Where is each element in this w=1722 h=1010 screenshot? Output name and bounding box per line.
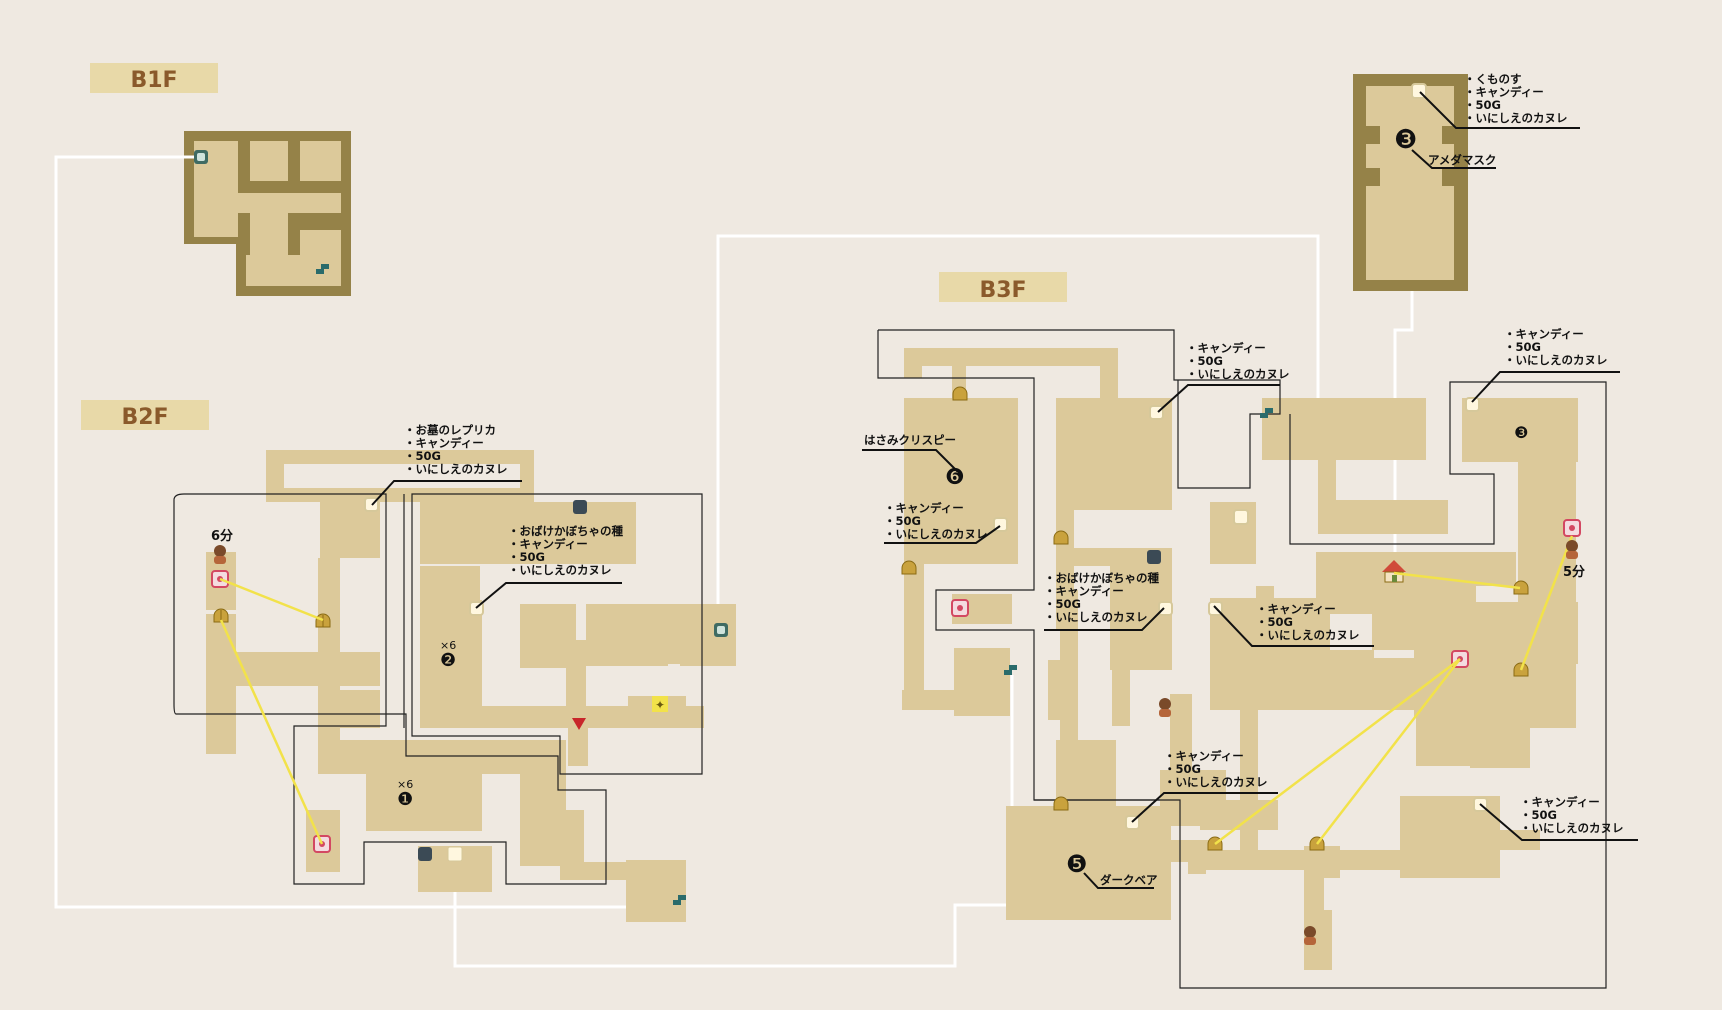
b2f-doors: [213, 608, 331, 628]
b2f-pit-icon-2: [418, 847, 432, 861]
b1f-label-bg: [90, 63, 218, 93]
b3f-label-bg: [939, 272, 1067, 302]
b3f-note-d: ・キャンディー ・50G ・いにしえのカヌレ: [1256, 602, 1360, 642]
b3f-character-icon-3: [1304, 926, 1316, 945]
b3f-note-a: ・キャンディー ・50G ・いにしえのカヌレ: [1186, 341, 1290, 381]
svg-text:✦: ✦: [655, 698, 665, 712]
b2f-teleport-lines: [219, 577, 324, 845]
b3f-doors: [901, 386, 1529, 851]
b3f-dark-label: ダークベア: [1100, 873, 1158, 887]
marker-6: ❻: [945, 465, 965, 490]
b3f-note-g: ・キャンディー ・50G ・いにしえのカヌレ: [1520, 795, 1624, 835]
treasure-chest-icon: [447, 846, 463, 862]
b1f-area: B1F: [90, 63, 351, 296]
tower-area: ・くものす ・キャンディー ・50G ・いにしえのカヌレ ❸ アメダマスク: [1353, 72, 1580, 291]
marker-1: ❶: [397, 789, 413, 810]
b2f-region-outlines: [173, 493, 703, 885]
sparkle-icon: [652, 696, 668, 712]
b2f-stairs-icon: [673, 895, 686, 905]
stairs-icon: [316, 264, 329, 274]
b3f-rooms: [902, 348, 1578, 970]
b3f-chest-marker-d: [1158, 601, 1173, 616]
b2f-count-1: ×6: [397, 778, 413, 791]
b3f-note-e: ・キャンディー ・50G ・いにしえのカヌレ: [1164, 749, 1268, 789]
b2f-rooms: [206, 450, 736, 922]
b2f-area: B2F: [81, 400, 736, 922]
b2f-label-bg: [81, 400, 209, 430]
b3f-time-label: 5分: [1563, 564, 1585, 580]
tower-boss-label: アメダマスク: [1428, 153, 1496, 167]
b2f-note-b: ・おばけかぼちゃの種 ・キャンディー ・50G ・いにしえのカヌレ: [508, 524, 627, 577]
b3f-area: B3F: [862, 272, 1638, 989]
marker-3a: ❸: [1394, 125, 1417, 155]
b3f-note-leaders: [862, 371, 1638, 889]
marker-3b: ❸: [1514, 423, 1528, 442]
b3f-stairs-icon: [1260, 408, 1273, 418]
marker-5: ❺: [1066, 850, 1088, 878]
b3f-hasami-label: はさみクリスピー: [864, 433, 956, 447]
b2f-pit-icon: [573, 500, 587, 514]
b3f-label: B3F: [979, 278, 1026, 303]
b3f-note-f: ・キャンディー ・50G ・いにしえのカヌレ: [1504, 327, 1608, 367]
b1f-label: B1F: [130, 68, 177, 93]
b3f-stairs-icon-2: [1004, 665, 1017, 675]
b3f-chest-marker-a: [1233, 509, 1249, 525]
b2f-character-icon: [214, 545, 226, 564]
b3f-teleport-lines: [1214, 535, 1574, 845]
b3f-character-icon-1: [1159, 698, 1171, 717]
b3f-chest-marker-g: [1465, 397, 1480, 412]
b3f-note-c: ・おばけかぼちゃの種 ・キャンディー ・50G ・いにしえのカヌレ: [1044, 571, 1163, 624]
tower-note-leaders: [1411, 91, 1580, 169]
tower-note: ・くものす ・キャンディー ・50G ・いにしえのカヌレ: [1464, 72, 1568, 125]
b3f-note-b: ・キャンディー ・50G ・いにしえのカヌレ: [884, 501, 988, 541]
b3f-character-icon-2: [1566, 540, 1578, 559]
marker-2: ❷: [440, 650, 456, 671]
b2f-label: B2F: [121, 405, 168, 430]
b2f-count-2: ×6: [440, 639, 456, 652]
b2f-note-leaders: [371, 480, 622, 609]
house-icon: [1382, 560, 1406, 583]
b2f-portals: [211, 570, 331, 853]
red-arrow-icon: [572, 718, 586, 730]
b2f-time-label: 6分: [211, 528, 233, 544]
b3f-pit-icon: [1147, 550, 1161, 564]
b2f-note-a: ・お墓のレプリカ ・キャンディー ・50G ・いにしえのカヌレ: [404, 423, 508, 476]
